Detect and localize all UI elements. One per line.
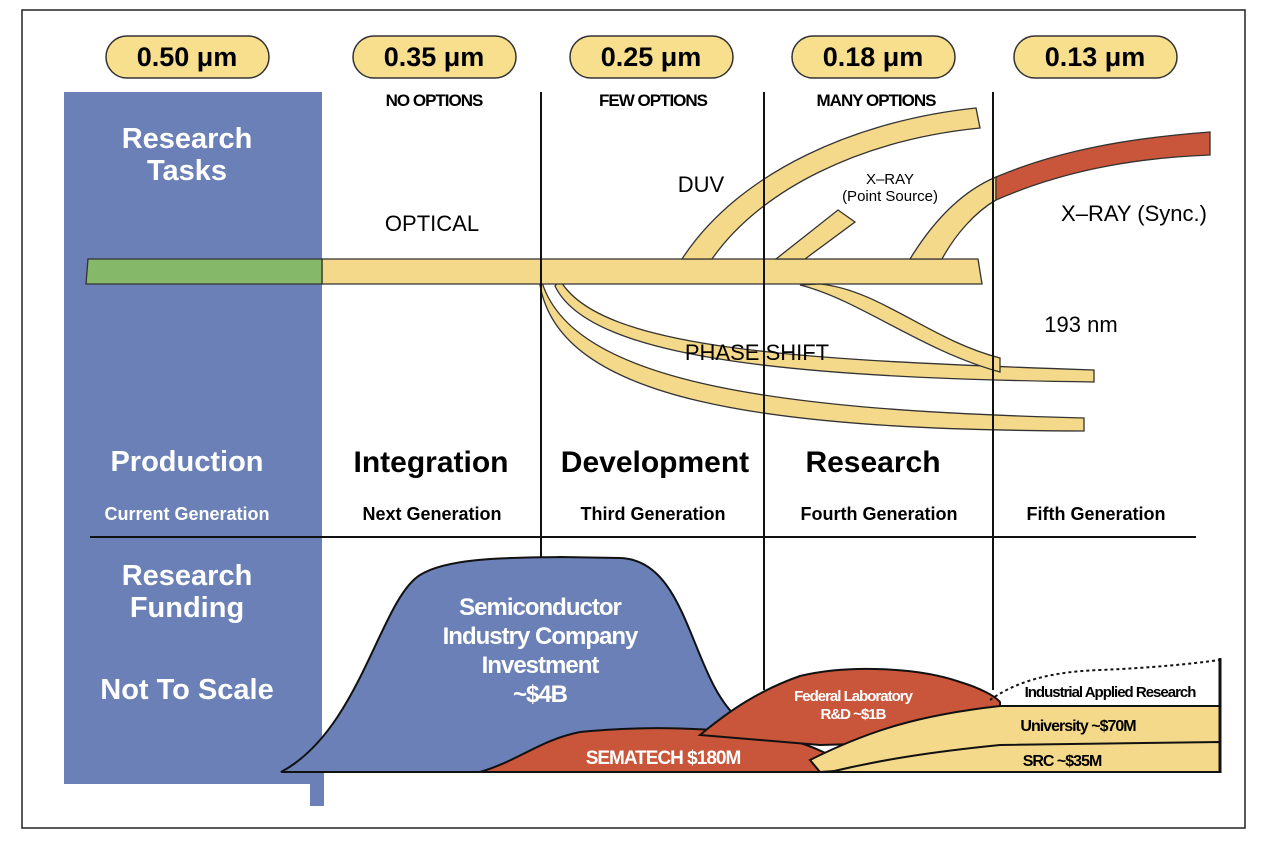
node-label-1: 0.50 μm — [137, 42, 238, 72]
funding-industry-line1: Semiconductor — [459, 594, 621, 621]
node-pill-1: 0.50 μm — [105, 35, 270, 79]
stage-label-4: Research — [805, 446, 940, 479]
stage-label-2: Integration — [354, 446, 509, 479]
label-xray-sync: X–RAY (Sync.) — [1061, 201, 1207, 226]
generation-label-2: Next Generation — [362, 504, 501, 524]
generation-label-3: Third Generation — [580, 504, 725, 524]
funding-federal-line2: R&D ~$1B — [821, 706, 887, 723]
label-xray-point-line2: (Point Source) — [842, 188, 938, 205]
funding-industrial-applied-label: Industrial Applied Research — [1025, 684, 1197, 701]
research-funding-line1: Research — [122, 560, 253, 592]
funding-sematech-label: SEMATECH $180M — [586, 748, 741, 769]
generation-label-4: Fourth Generation — [801, 504, 958, 524]
funding-university-label: University ~$70M — [1020, 718, 1136, 735]
node-pill-2: 0.35 μm — [352, 35, 517, 79]
branch-193nm — [799, 283, 1001, 373]
label-xray-point-line1: X–RAY — [866, 171, 914, 188]
label-193nm: 193 nm — [1044, 312, 1117, 337]
label-optical: OPTICAL — [385, 211, 479, 236]
node-label-5: 0.13 μm — [1045, 42, 1146, 72]
node-pill-3: 0.25 μm — [569, 35, 734, 79]
branch-optical — [321, 258, 983, 285]
branch-xray-sync — [995, 131, 1211, 201]
funding-shapes — [280, 555, 1221, 774]
label-duv: DUV — [678, 172, 725, 197]
branch-xray-point — [774, 209, 857, 260]
funding-industry — [280, 555, 851, 773]
branch-current-green — [85, 258, 323, 285]
label-phase-shift: PHASE SHIFT — [685, 340, 829, 365]
branch-phase-shift-outer — [537, 261, 1085, 432]
sidebar-panel — [64, 92, 322, 784]
research-tasks-line1: Research — [122, 123, 253, 155]
node-pill-4: 0.18 μm — [791, 35, 956, 79]
funding-src-label: SRC ~$35M — [1023, 753, 1102, 770]
node-pill-5: 0.13 μm — [1013, 35, 1178, 79]
funding-src — [829, 740, 1221, 773]
stage-label-1: Production — [110, 446, 263, 478]
funding-federal-line1: Federal Laboratory — [794, 688, 914, 705]
options-label-4: MANY OPTIONS — [817, 91, 937, 110]
funding-industry-line3: Investment — [482, 652, 600, 679]
node-label-4: 0.18 μm — [823, 42, 924, 72]
node-label-3: 0.25 μm — [601, 42, 702, 72]
sidebar-tail — [310, 770, 324, 806]
funding-industry-line4: ~$4B — [513, 681, 568, 708]
branch-duv — [680, 107, 981, 260]
technology-branches — [321, 107, 1095, 432]
stage-label-3: Development — [561, 446, 749, 479]
funding-industrial-applied-edge — [989, 659, 1221, 701]
not-to-scale-label: Not To Scale — [100, 674, 274, 706]
branch-phase-shift — [554, 278, 1095, 383]
options-label-3: FEW OPTIONS — [599, 91, 708, 110]
research-funding-line2: Funding — [130, 592, 244, 624]
research-tasks-line2: Tasks — [147, 155, 227, 187]
generation-label-1: Current Generation — [104, 504, 269, 524]
options-label-2: NO OPTIONS — [386, 91, 483, 110]
funding-industry-line2: Industry Company — [443, 623, 639, 650]
node-label-2: 0.35 μm — [384, 42, 485, 72]
frame-border — [21, 9, 1246, 829]
generation-label-5: Fifth Generation — [1027, 504, 1166, 524]
